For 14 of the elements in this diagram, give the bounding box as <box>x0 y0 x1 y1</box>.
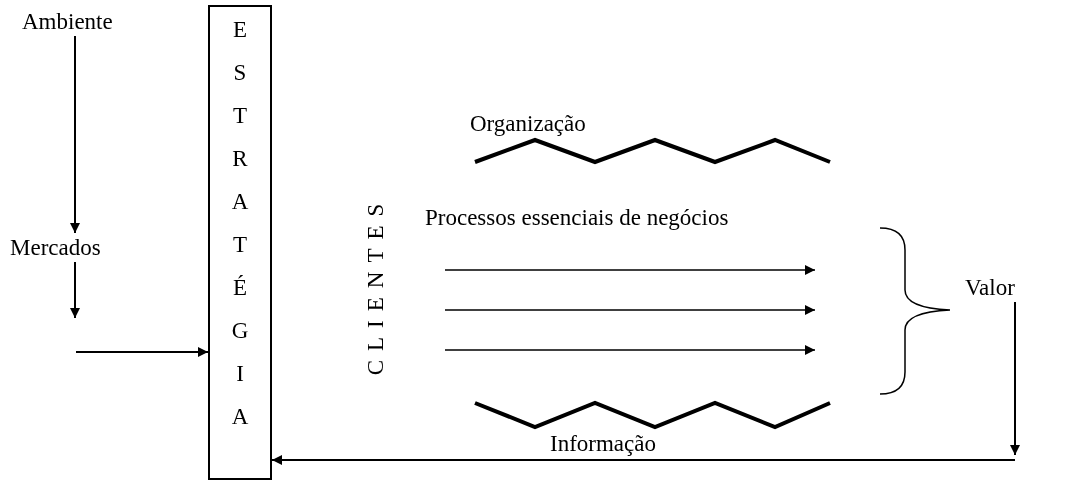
arrow <box>70 35 80 234</box>
arrow <box>75 347 209 357</box>
node-label: Mercados <box>10 236 101 259</box>
text-label: CLIENTES <box>363 194 387 376</box>
arrow <box>271 455 1016 465</box>
strategy-box <box>208 5 272 480</box>
edge-label: Informação <box>550 432 656 455</box>
node-label: Valor <box>965 276 1015 299</box>
box-label: ESTRATÉGIA <box>228 17 252 447</box>
node-label: Ambiente <box>22 10 113 33</box>
arrow <box>70 261 80 319</box>
text-label: Organização <box>470 112 586 135</box>
arrow <box>1010 301 1020 456</box>
text-label: Processos essenciais de negócios <box>425 206 729 229</box>
